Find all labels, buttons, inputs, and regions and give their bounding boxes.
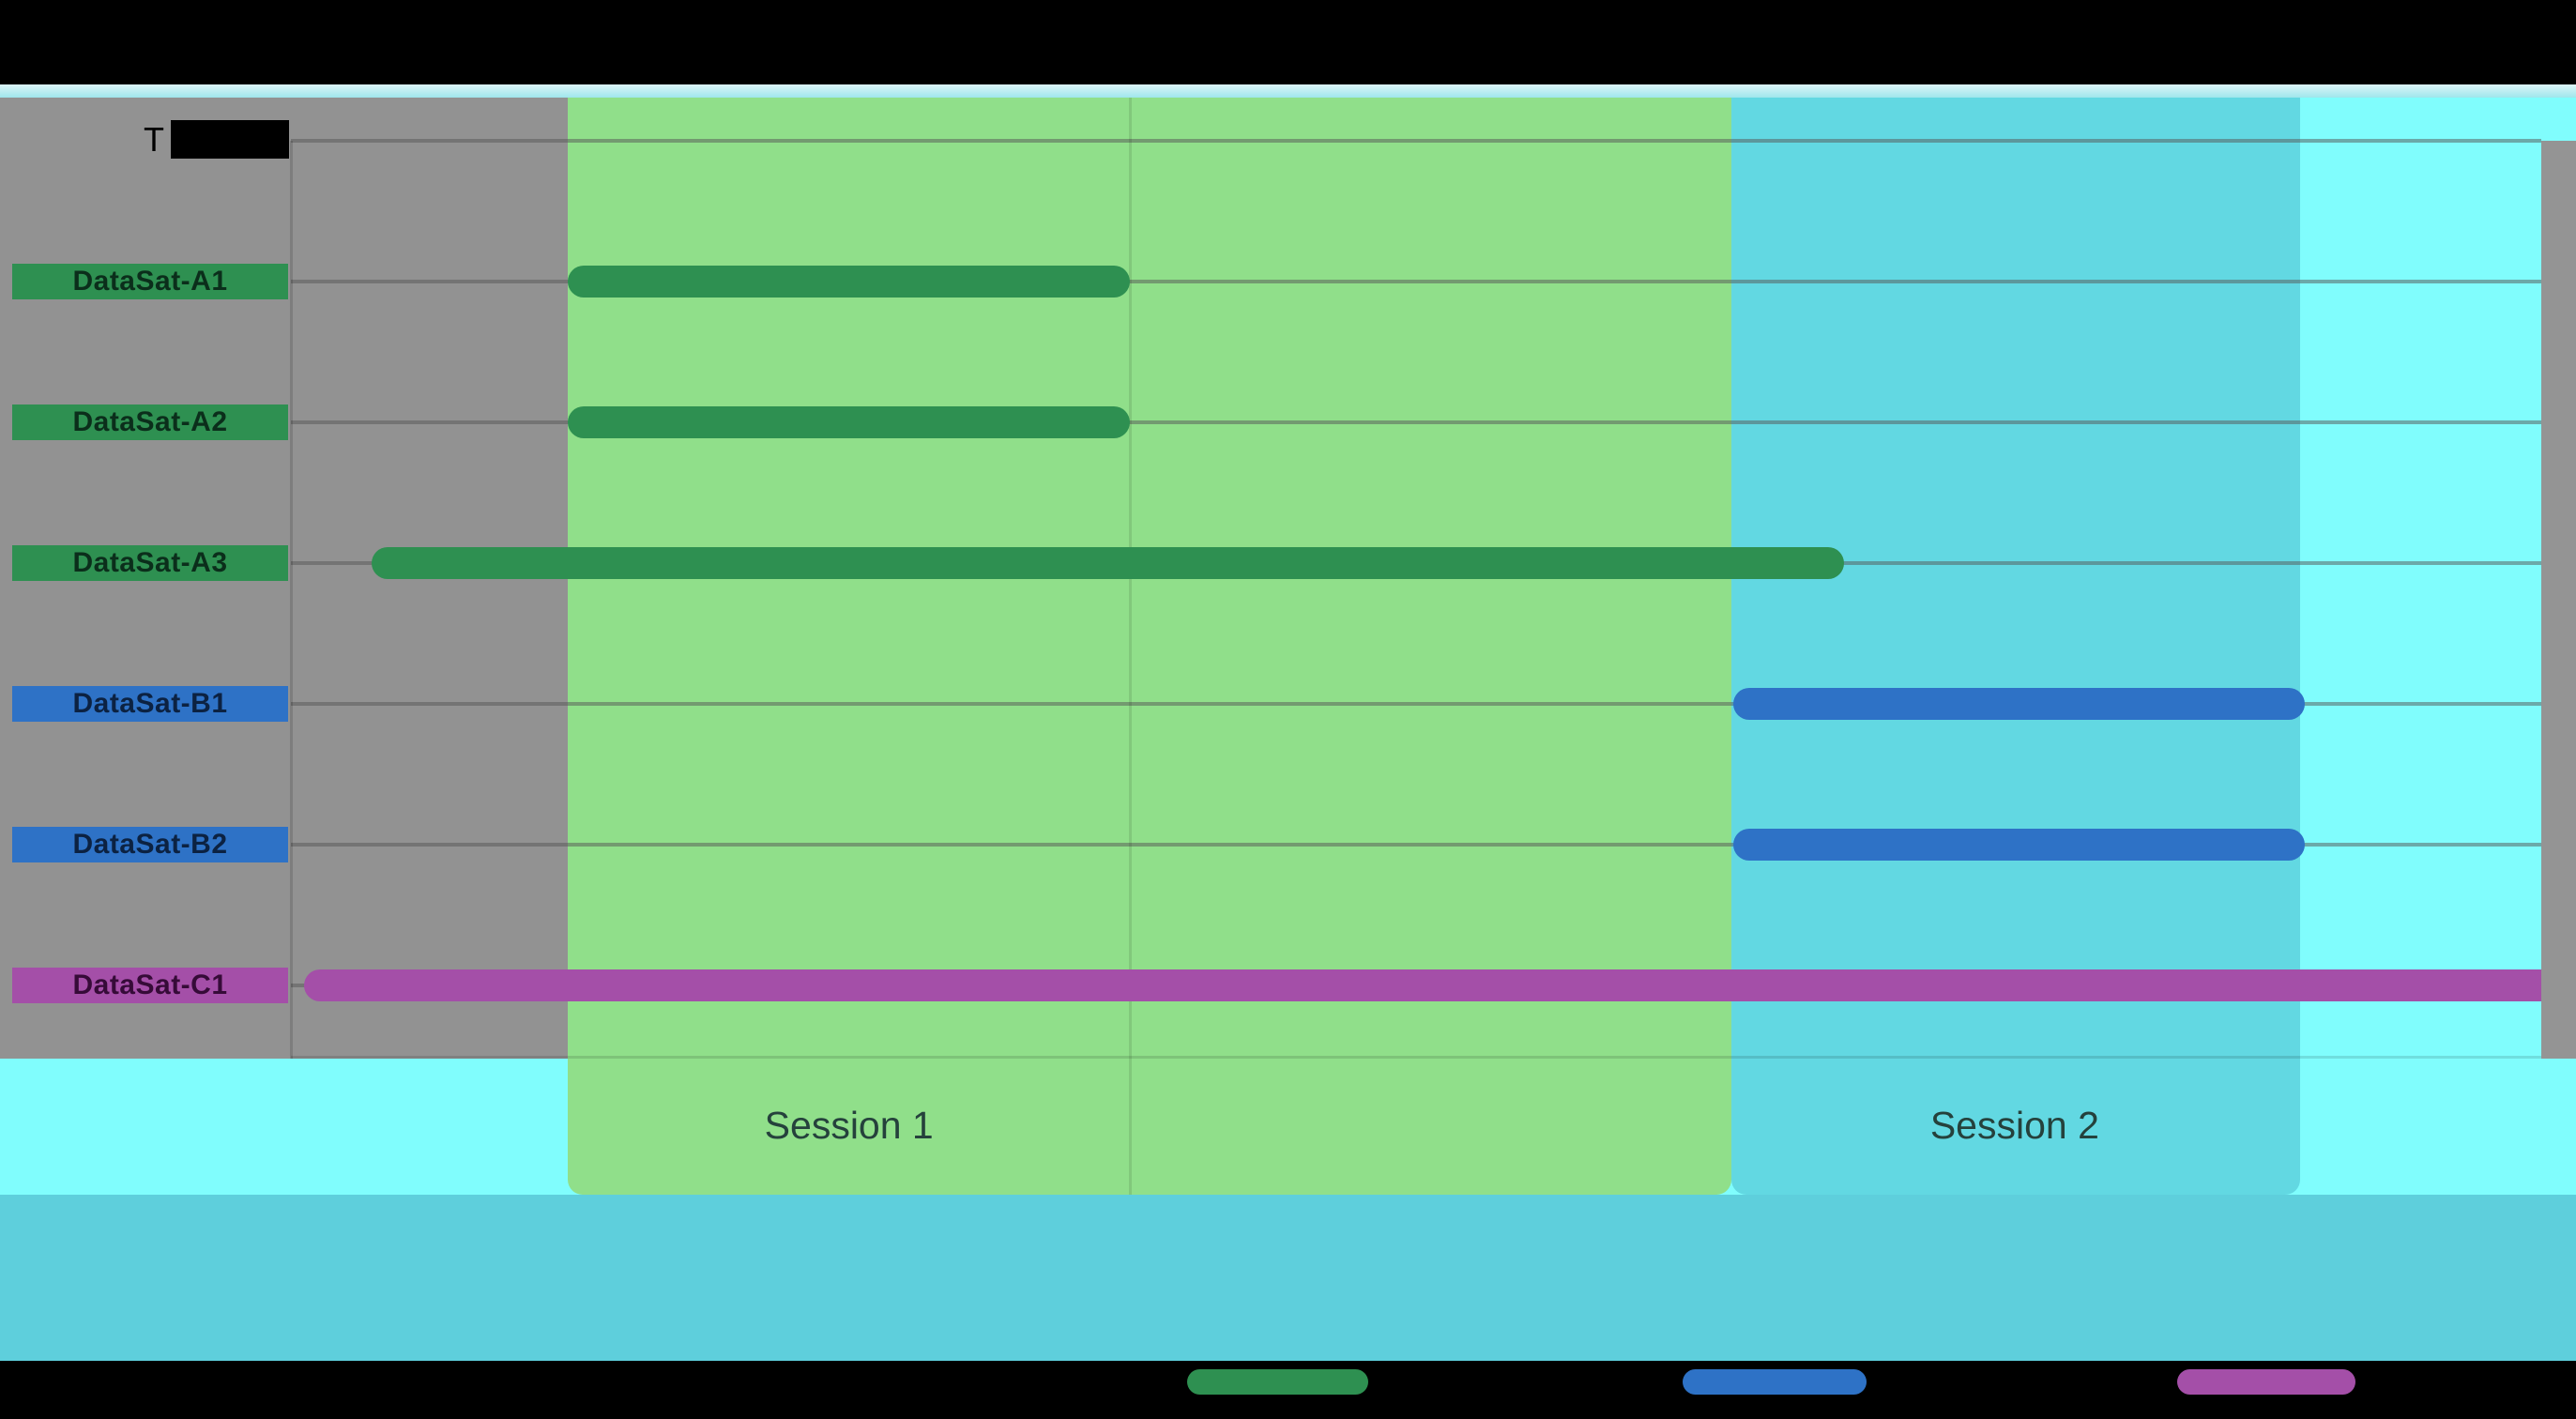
gantt-bar-datasat-b2 [1733,829,2306,861]
gantt-bar-datasat-a2 [567,406,1131,438]
session-span-2 [1730,97,2301,1195]
bottom-axis-spine [291,1056,2541,1059]
left-axis-spine [290,141,293,1059]
row-label-datasat-b1: DataSat-B1 [12,686,288,722]
row-label-datasat-c1: DataSat-C1 [12,968,288,1003]
legend-swatch-group-c [2177,1369,2355,1395]
span-divider [1129,97,1133,1195]
gantt-bar-datasat-a1 [567,266,1131,298]
session-label-1: Session 1 [764,1104,934,1147]
gridline [291,420,2541,424]
legend-swatch-group-b [1683,1369,1867,1395]
tasks-header-label: T [144,120,164,159]
top-strip [0,84,2576,98]
gantt-bar-datasat-a3 [372,547,1844,579]
session-label-2: Session 2 [1929,1104,2099,1147]
gridline [291,139,2541,143]
gridline [291,843,2541,847]
gridline [291,280,2541,283]
session-span-1 [567,97,1731,1195]
row-label-datasat-b2: DataSat-B2 [12,827,288,862]
right-margin-panel [2541,141,2576,1059]
gantt-bar-datasat-c1 [304,969,2541,1001]
legend-swatch-group-a [1187,1369,1368,1395]
row-label-datasat-a1: DataSat-A1 [12,264,288,299]
bottom-band [0,1195,2576,1361]
gridline [291,702,2541,706]
letterbox-top [0,0,2576,84]
row-label-datasat-a3: DataSat-A3 [12,545,288,581]
tasks-header-redaction-box [171,120,289,159]
row-label-datasat-a2: DataSat-A2 [12,404,288,440]
gantt-bar-datasat-b1 [1733,688,2306,720]
